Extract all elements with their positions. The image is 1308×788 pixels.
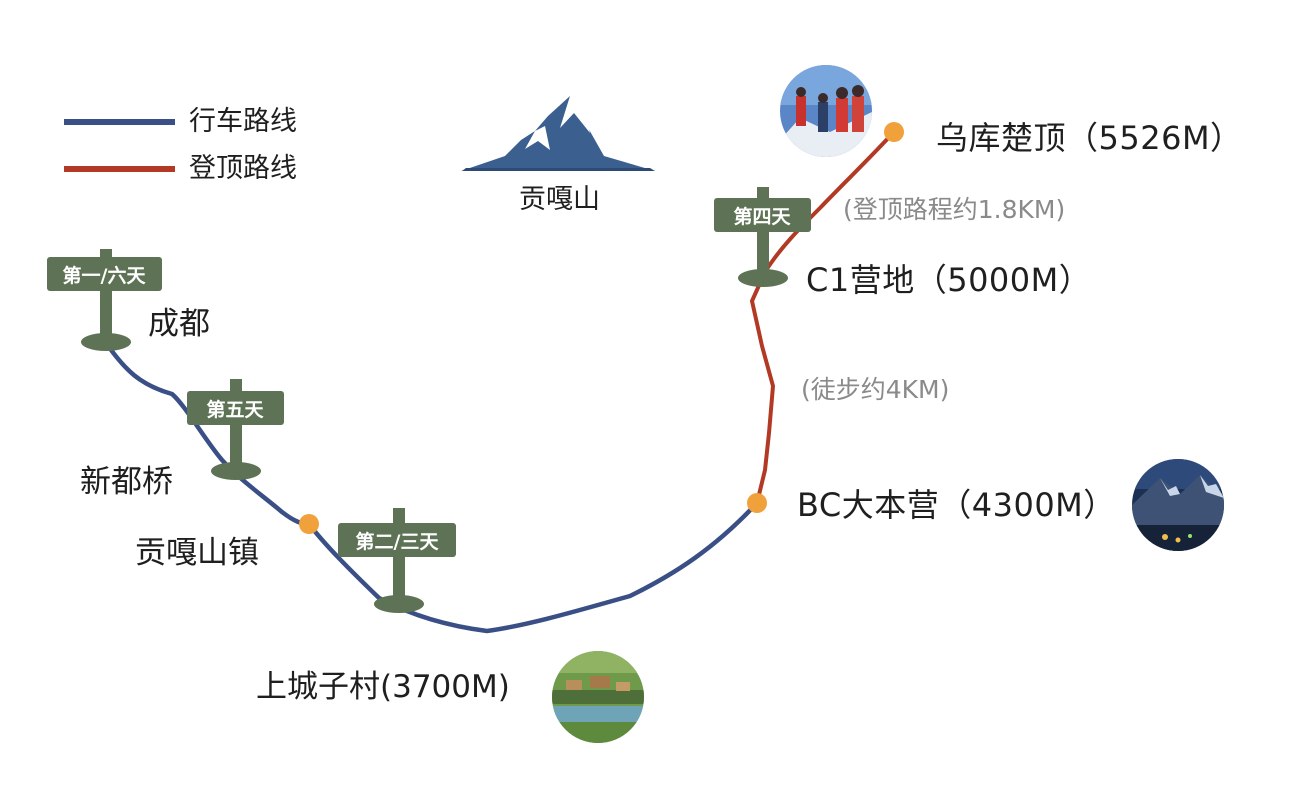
waypoint-gongga-town	[299, 514, 319, 534]
signpost-xindu-bridge: 第五天	[187, 379, 284, 480]
base-camp-photo	[1132, 459, 1224, 551]
place-summit: 乌库楚顶（5526M）	[936, 119, 1243, 157]
place-chengdu: 成都	[148, 306, 210, 342]
drive-route-line	[104, 341, 759, 634]
signpost-c1-camp: 第四天	[714, 187, 811, 287]
waypoint-base-camp	[747, 493, 767, 513]
signpost-chengdu: 第一/六天	[47, 249, 162, 351]
village-photo	[552, 651, 644, 743]
mountain-icon	[461, 96, 655, 171]
waypoint-summit	[884, 122, 904, 142]
place-gongga-town: 贡嘎山镇	[135, 535, 259, 571]
note-hike-distance: (徒步约4KM)	[801, 375, 950, 404]
place-base-camp: BC大本营（4300M）	[797, 486, 1116, 524]
place-c1-camp: C1营地（5000M）	[806, 261, 1092, 299]
signpost-label: 第二/三天	[356, 530, 440, 553]
legend-drive-label: 行车路线	[189, 106, 297, 137]
legend-climb-label: 登顶路线	[189, 153, 297, 184]
signpost-village: 第二/三天	[338, 508, 456, 613]
place-xindu-bridge: 新都桥	[80, 464, 173, 500]
signpost-label: 第一/六天	[63, 264, 147, 287]
signpost-label: 第四天	[733, 205, 791, 228]
place-shangcheng-village: 上城子村(3700M)	[256, 669, 510, 705]
mountain-label: 贡嘎山	[519, 184, 600, 215]
summit-climbers-photo	[780, 65, 872, 157]
note-summit-distance: (登顶路程约1.8KM)	[843, 195, 1066, 224]
climb-route-line	[750, 131, 895, 504]
signpost-label: 第五天	[206, 398, 264, 421]
